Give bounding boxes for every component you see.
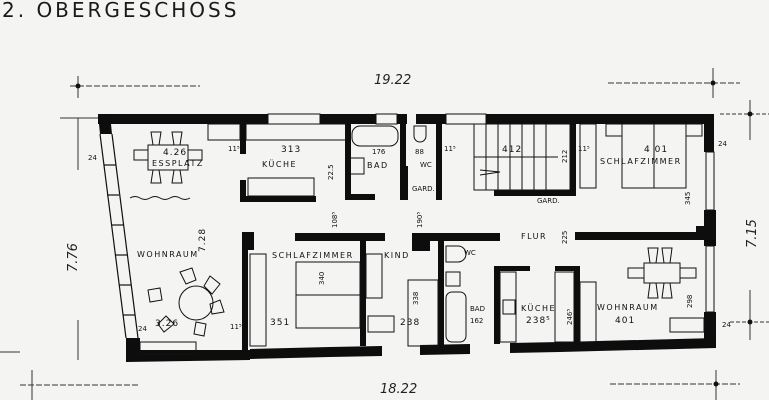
room-essplatz-dim: 4.26 (163, 148, 188, 158)
room-schlafzimmer-left-dim: 340 (318, 271, 326, 285)
dimension-left-depth: 7.76 (66, 243, 81, 272)
room-wohnraum-right-dim: 401 (615, 316, 636, 326)
room-flur-label: FLUR (521, 232, 548, 241)
interior-walls (240, 124, 710, 350)
room-bad-left-label: BAD (367, 161, 389, 170)
dim-2465: 246⁵ (566, 308, 574, 325)
dim-238: 238 (400, 318, 421, 328)
dim-298: 298 (686, 294, 694, 308)
dim-108: 108⁵ (331, 211, 339, 228)
dim-24-right-top: 24 (718, 140, 727, 148)
dim-24-left: 24 (88, 154, 97, 162)
dim-345: 345 (684, 191, 692, 205)
furniture (133, 123, 705, 355)
dim-115-b: 11⁵ (230, 323, 242, 331)
room-schlafzimmer-right-dim: 4 01 (644, 145, 669, 155)
room-bad-right-dim: 162 (470, 317, 484, 325)
room-schlafzimmer-left-label: SCHLAFZIMMER (272, 251, 354, 260)
stair-dim: 412 (502, 145, 523, 155)
dimension-top-width: 19.22 (374, 73, 412, 88)
dimension-dots (75, 80, 753, 387)
dim-326: 3.26 (155, 319, 180, 329)
dim-190: 190⁵ (416, 211, 424, 228)
room-kind-label: KIND (384, 251, 410, 260)
curtain-line (129, 196, 191, 200)
plan-title: 2. OBERGESCHOSS (2, 0, 240, 22)
room-wohnraum-left-label: WOHNRAUM (137, 250, 199, 259)
room-bad-right-label: BAD (470, 305, 485, 313)
right-window-wall (705, 151, 715, 313)
dim-212: 212 (561, 149, 569, 163)
room-gard-right-label: GARD. (537, 197, 560, 205)
room-kueche-left-label: KÜCHE (262, 160, 298, 169)
room-kueche-right-dim: 238⁵ (526, 316, 551, 326)
left-window-wall (99, 133, 139, 339)
room-kind-dim: 338 (412, 291, 420, 305)
staircase (473, 123, 571, 191)
top-windows (267, 113, 487, 125)
dim-24-right-bottom: 24 (722, 321, 731, 329)
dimension-bottom-width: 18.22 (380, 382, 418, 397)
dim-115-a: 11⁵ (228, 145, 240, 153)
dim-115-c: 11⁵ (444, 145, 456, 153)
room-bad-left-dim: 176 (372, 148, 386, 156)
room-schlafzimmer-right-label: SCHLAFZIMMER (600, 157, 682, 166)
room-wc-left-label: WC (420, 161, 432, 169)
room-kueche-right-label: KÜCHE (521, 304, 557, 313)
dim-115-d: 11⁵ (578, 145, 590, 153)
room-flur-dim: 225 (561, 230, 569, 244)
room-wohnraum-left-dim: 7.28 (198, 227, 208, 252)
dim-225-kitchen: 22.5 (327, 164, 335, 180)
room-kueche-left-dim: 313 (281, 145, 302, 155)
room-gard-left-label: GARD. (412, 185, 435, 193)
room-wc-left-dim: 88 (415, 148, 424, 156)
dimension-right-depth: 7.15 (745, 219, 760, 248)
room-essplatz-label: ESSPLATZ (152, 159, 204, 168)
dim-351: 351 (270, 318, 291, 328)
dim-24-lower-left: 24 (138, 325, 147, 333)
room-wohnraum-right-label: WOHNRAUM (597, 303, 659, 312)
room-wc-right-label: WC (464, 249, 476, 257)
